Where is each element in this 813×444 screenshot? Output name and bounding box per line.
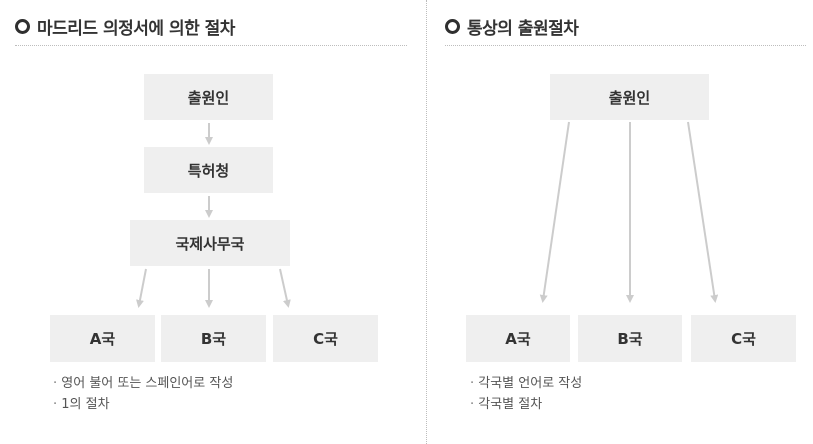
madrid-notes: 영어 불어 또는 스페인어로 작성 1의 절차	[53, 373, 233, 415]
regular-title: 통상의 출원절차	[467, 19, 579, 39]
madrid-header-rule	[15, 45, 407, 46]
madrid-applicant-label: 출원인	[187, 88, 230, 107]
regular-arrows	[539, 121, 719, 303]
madrid-office-label: 특허청	[187, 161, 230, 180]
madrid-country-a-box: A국	[50, 315, 155, 362]
regular-note-1: 각국별 언어로 작성	[470, 373, 582, 394]
arrow-applicant-to-c	[687, 121, 719, 303]
regular-header-rule	[445, 45, 806, 46]
madrid-office-box: 특허청	[144, 147, 273, 193]
regular-country-b-label: B국	[617, 330, 643, 348]
madrid-note-2: 1의 절차	[53, 394, 233, 415]
regular-procedure-panel: 통상의 출원절차 출원인 A국 B국 C국 각국별 언어로 작성 각국별 절차	[432, 0, 813, 444]
arrow-bureau-to-a	[136, 268, 147, 308]
arrow-applicant-to-a	[539, 121, 570, 303]
madrid-header: 마드리드 의정서에 의한 절차	[15, 14, 235, 39]
regular-country-c-box: C국	[691, 315, 796, 362]
madrid-protocol-panel: 마드리드 의정서에 의한 절차 출원인 특허청 국제사무국 A국 B국 C국 영…	[0, 0, 420, 444]
regular-notes: 각국별 언어로 작성 각국별 절차	[470, 373, 582, 415]
madrid-intl-bureau-label: 국제사무국	[175, 234, 245, 253]
madrid-country-c-label: C국	[313, 330, 338, 348]
regular-country-a-box: A국	[466, 315, 570, 362]
madrid-arrows	[136, 123, 291, 308]
madrid-note-1: 영어 불어 또는 스페인어로 작성	[53, 373, 233, 394]
madrid-intl-bureau-box: 국제사무국	[130, 220, 290, 266]
regular-country-b-box: B국	[578, 315, 682, 362]
madrid-title: 마드리드 의정서에 의한 절차	[37, 19, 235, 39]
regular-country-a-label: A국	[505, 330, 531, 348]
circle-bullet-icon	[445, 19, 460, 34]
madrid-country-a-label: A국	[89, 330, 116, 348]
regular-applicant-label: 출원인	[608, 88, 651, 107]
panel-divider	[426, 0, 427, 444]
circle-bullet-icon	[15, 19, 30, 34]
madrid-country-c-box: C국	[273, 315, 378, 362]
madrid-country-b-box: B국	[161, 315, 266, 362]
regular-note-2: 각국별 절차	[470, 394, 582, 415]
regular-country-c-label: C국	[731, 330, 756, 348]
madrid-applicant-box: 출원인	[144, 74, 273, 120]
regular-applicant-box: 출원인	[550, 74, 709, 120]
arrow-bureau-to-c	[279, 268, 291, 308]
madrid-country-b-label: B국	[200, 330, 227, 348]
regular-header: 통상의 출원절차	[445, 14, 579, 39]
